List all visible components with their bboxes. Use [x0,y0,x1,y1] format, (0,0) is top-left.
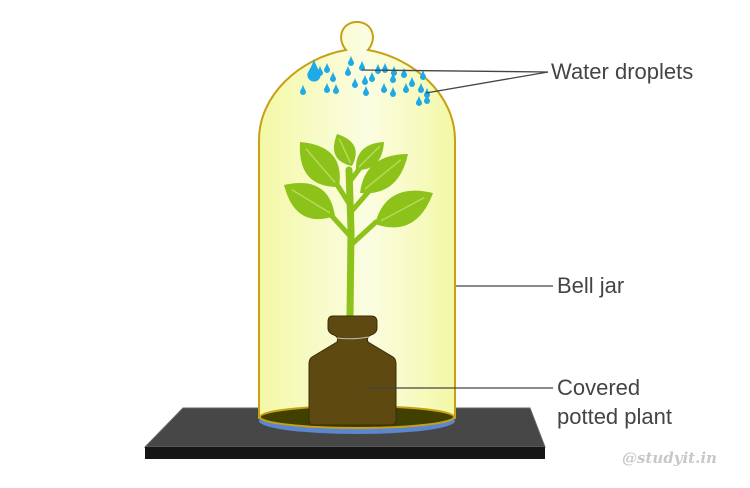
droplet-icon [348,55,354,66]
leaf-vein [358,145,381,168]
droplet-icon [307,59,321,82]
droplet-icon [369,71,375,82]
droplet-icon [352,77,358,88]
droplet-icon [363,85,369,96]
droplet-icon [409,76,415,87]
bottle-tie [336,336,370,340]
water-droplets-pointer-2 [425,71,549,94]
label-covered-potted-plant: Covered potted plant [557,373,672,431]
droplet-icon [359,60,365,71]
leaf-vein [291,189,331,214]
droplet-icon [381,82,387,93]
droplet-icon [420,69,426,80]
droplet-icon [424,93,430,104]
plant [284,134,433,322]
droplet-icon [324,62,330,73]
droplet-icon [317,65,323,76]
droplet-icon [300,84,306,95]
label-water-droplets: Water droplets [551,59,694,84]
label-bell-jar: Bell jar [557,273,625,298]
watermark: @studyit.in [622,449,717,467]
label-line-2: potted plant [557,404,672,429]
droplet-icon [418,82,424,93]
leaf-vein [364,159,402,190]
leaf-vein [305,148,336,183]
droplet-icon [330,71,336,82]
droplet-icon [390,72,396,83]
droplet-icon [401,67,407,78]
droplet-icon [390,86,396,97]
droplet-icon [324,82,330,93]
water-droplets-pointer [361,69,549,73]
droplet-icon [403,82,409,93]
droplet-icon [333,83,339,94]
leaf-vein [380,196,425,222]
pot-bottle [308,315,397,426]
leaf-vein [338,138,352,164]
bell-jar [258,20,456,419]
droplet-icon [416,95,422,106]
label-line-1: Covered [557,375,641,400]
droplet-icon [362,74,368,85]
droplet-icon [345,65,351,76]
droplet-icon [375,63,381,74]
pointer-lines [361,69,553,389]
